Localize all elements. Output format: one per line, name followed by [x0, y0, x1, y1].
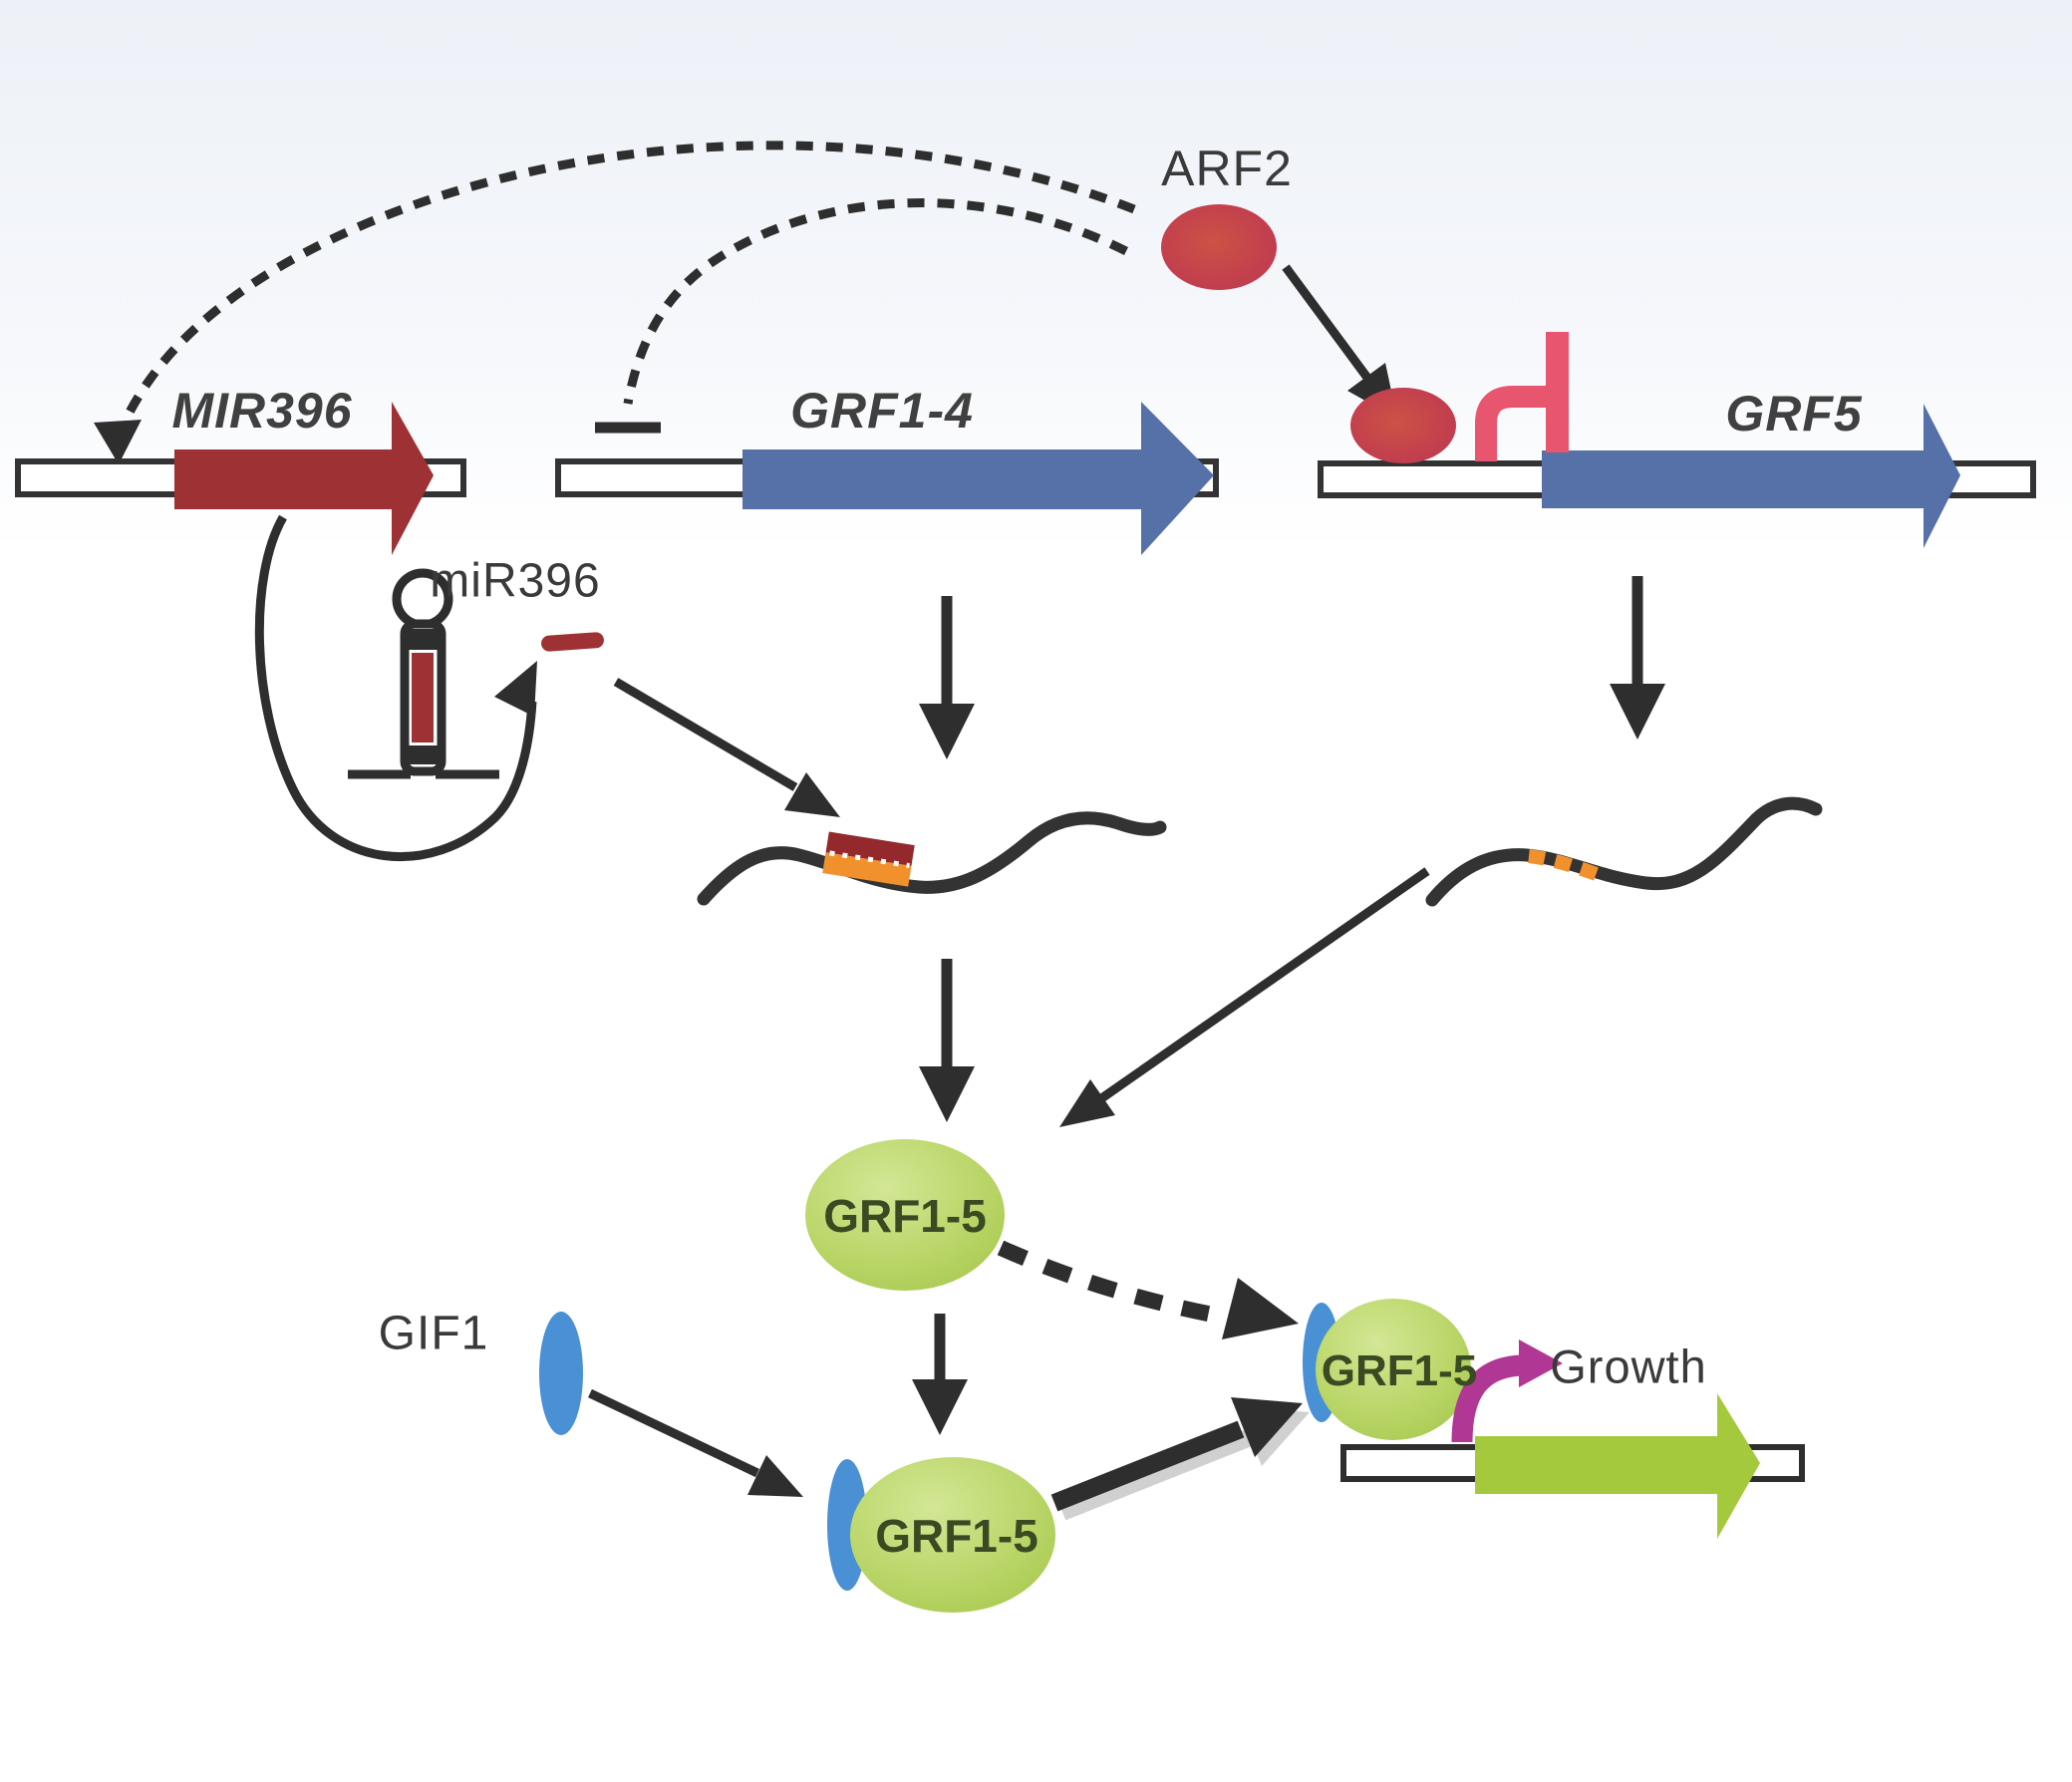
- mir396-gene-label: MIR396: [171, 383, 353, 439]
- arf2-represses-grf1-4-dashed-tbar: [595, 198, 1129, 434]
- mir396-hairpin-icon: [348, 568, 499, 779]
- mir396-mature-label: miR396: [430, 554, 601, 608]
- grf1-5-protein-ellipse: [805, 1139, 1005, 1291]
- grf1-4-translation-arrow: [919, 959, 975, 1122]
- arrowhead-icon: [1222, 1278, 1299, 1339]
- arrowhead-icon: [912, 1379, 968, 1435]
- grf1-5-dna-bound-complex: [1303, 1299, 1471, 1440]
- arrowhead-icon: [1059, 1079, 1115, 1127]
- grf5-transcription-arrow: [1610, 576, 1665, 740]
- hairpin-stem-band: [408, 629, 439, 650]
- arf2-protein-ellipse: [1161, 204, 1277, 290]
- duplex-mirna-strand: [825, 831, 915, 866]
- tss-elbow: [1475, 386, 1547, 461]
- mir396-processing-arrow: [254, 514, 537, 862]
- gif1-protein-ellipse: [539, 1312, 583, 1435]
- grf1-4-transcription-arrow: [919, 596, 975, 759]
- hairpin-mirna-segment: [412, 653, 434, 742]
- gene-body: [1542, 450, 1924, 508]
- repressed-tss-icon: [1475, 332, 1569, 461]
- grf1-5-gif1-complex: [827, 1457, 1055, 1613]
- dashed-curve: [117, 141, 1136, 431]
- grf1-5-bound-label: GRF1-5: [1321, 1346, 1478, 1395]
- curved-shaft: [254, 514, 537, 862]
- grf1-5-label: GRF1-5: [823, 1190, 987, 1242]
- arrow-shaft: [1097, 867, 1430, 1103]
- grf1-5-weak-binding-dashed-arrow: [997, 1240, 1299, 1339]
- gene-body: [742, 449, 1141, 509]
- mirna-mrna-duplex-icon: [822, 831, 915, 887]
- arrow-shaft: [1282, 264, 1374, 385]
- gene-body: [174, 449, 392, 509]
- arrowhead-icon: [94, 420, 142, 464]
- arrowhead-icon: [784, 772, 840, 817]
- mir396-targeting-arrow: [613, 678, 840, 817]
- arrowhead-icon: [1610, 684, 1665, 740]
- arrow-shaft: [588, 1388, 759, 1478]
- grf5-mrna: [1425, 796, 1823, 907]
- gene-arrowhead-icon: [1717, 1393, 1760, 1539]
- mature-mir396-icon: [541, 632, 604, 652]
- duplex-target-site: [822, 852, 912, 887]
- arrow-shaft: [613, 678, 798, 791]
- dashed-curve: [623, 198, 1129, 405]
- arrowhead-icon: [919, 704, 975, 759]
- mir396-target-site-dashes: [1528, 849, 1608, 884]
- arrowhead-icon: [494, 661, 537, 717]
- grf5-gene-label: GRF5: [1725, 386, 1863, 442]
- arrowhead-icon: [919, 1066, 975, 1122]
- tss-block-bar: [1546, 332, 1569, 452]
- complex-strong-binding-arrow: [1050, 1397, 1310, 1521]
- mir396-gene-locus: [15, 402, 466, 555]
- mrna-wavy-line: [697, 811, 1167, 906]
- growth-activation-arrow: [1451, 1339, 1563, 1443]
- grf5-gene-locus: [1318, 404, 2036, 548]
- grf1-4-gene-locus: [555, 402, 1219, 555]
- gene-arrowhead-icon: [392, 402, 434, 555]
- mrna-wavy-line: [1425, 796, 1823, 907]
- arrowhead-icon: [747, 1455, 803, 1497]
- growth-gene-locus: [1340, 1393, 1805, 1539]
- grf1-5-complex-label: GRF1-5: [875, 1510, 1038, 1562]
- arrowhead-icon: [1231, 1397, 1303, 1457]
- gif1-label: GIF1: [378, 1307, 489, 1360]
- gene-arrowhead-icon: [1924, 404, 1960, 548]
- arrow-shaft: [1050, 1420, 1245, 1512]
- grf5-translation-arrow: [1059, 867, 1430, 1127]
- arf2-label: ARF2: [1161, 141, 1293, 196]
- grf1-4-mrna: [697, 811, 1167, 906]
- dashed-shaft: [997, 1240, 1220, 1324]
- base-pairing-dashes: [829, 850, 910, 869]
- grf1-5-ellipse: [1316, 1299, 1471, 1440]
- arf2-bound-at-grf5-promoter: [1350, 388, 1456, 463]
- gif1-to-complex-arrow: [588, 1388, 803, 1497]
- gene-arrowhead-icon: [1141, 402, 1214, 555]
- growth-label: Growth: [1550, 1339, 1707, 1393]
- grf1-5-to-complex-arrow: [912, 1314, 968, 1435]
- grf1-5-ellipse: [850, 1457, 1055, 1613]
- arf2-represses-mir396-dashed-arrow: [94, 141, 1136, 464]
- bent-shaft: [1451, 1354, 1522, 1443]
- grf1-4-gene-label: GRF1-4: [790, 383, 974, 439]
- arrow-shadow: [1058, 1429, 1252, 1521]
- hairpin-stem-band: [408, 745, 439, 764]
- arrowhead-icon: [1519, 1339, 1563, 1387]
- gene-body: [1475, 1436, 1717, 1494]
